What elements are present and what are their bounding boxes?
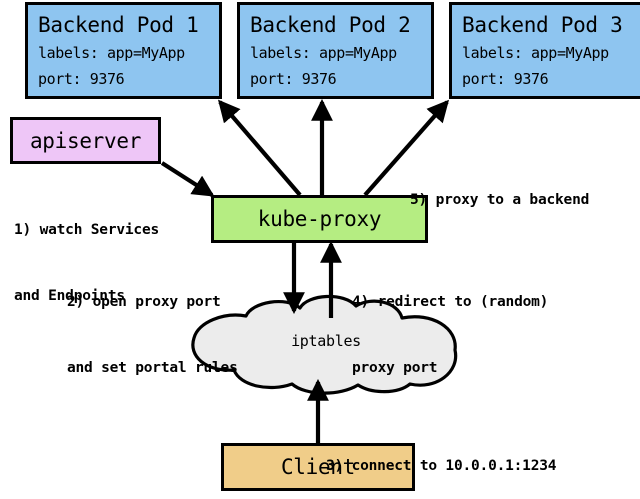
arrow-apiserver-to-kube-proxy	[160, 161, 215, 197]
kube-proxy-label: kube-proxy	[257, 207, 382, 231]
step-2-line-2: and set portal rules	[67, 360, 238, 376]
step-2-line-1: 2) open proxy port	[67, 294, 221, 310]
step-4-line-1: 4) redirect to (random)	[352, 294, 549, 310]
step-4-label: 4) redirect to (random) proxy port	[352, 247, 548, 401]
arrow-kube-proxy-to-pod-3	[363, 99, 450, 197]
step-1-line-1: 1) watch Services	[14, 222, 160, 238]
iptables-label: iptables	[291, 332, 361, 350]
pod-3-title: Backend Pod 3	[462, 13, 623, 37]
backend-pod-3-node: Backend Pod 3 labels: app=MyApp port: 93…	[449, 2, 640, 99]
arrow-kube-proxy-to-pod-1	[218, 99, 302, 197]
backend-pod-2-node: Backend Pod 2 labels: app=MyApp port: 93…	[237, 2, 434, 99]
pod-1-labels: labels: app=MyApp	[38, 44, 185, 62]
pod-3-labels: labels: app=MyApp	[462, 44, 609, 62]
step-1-label: 1) watch Services and Endpoints	[14, 175, 159, 329]
apiserver-label: apiserver	[29, 128, 142, 153]
pod-1-title: Backend Pod 1	[38, 13, 199, 37]
step-3-line-1: 3) connect to 10.0.0.1:1234	[326, 458, 557, 474]
client-label: Client	[280, 455, 356, 479]
step-5-label: 5) proxy to a backend	[410, 145, 589, 233]
pod-2-port: port: 9376	[250, 70, 337, 88]
backend-pod-1-node: Backend Pod 1 labels: app=MyApp port: 93…	[25, 2, 222, 99]
step-3-label: 3) connect to 10.0.0.1:1234	[326, 411, 557, 499]
iptables-cloud	[191, 294, 458, 395]
step-5-line-1: 5) proxy to a backend	[410, 192, 590, 208]
kube-proxy-node: kube-proxy	[211, 195, 428, 243]
pod-2-labels: labels: app=MyApp	[250, 44, 397, 62]
pod-2-title: Backend Pod 2	[250, 13, 411, 37]
step-4-line-2: proxy port	[352, 360, 438, 376]
step-2-label: 2) open proxy port and set portal rules	[67, 247, 238, 401]
pod-1-port: port: 9376	[38, 70, 125, 88]
step-1-line-2: and Endpoints	[14, 288, 125, 304]
pod-3-port: port: 9376	[462, 70, 549, 88]
client-node: Client	[221, 443, 415, 491]
apiserver-node: apiserver	[10, 117, 161, 164]
